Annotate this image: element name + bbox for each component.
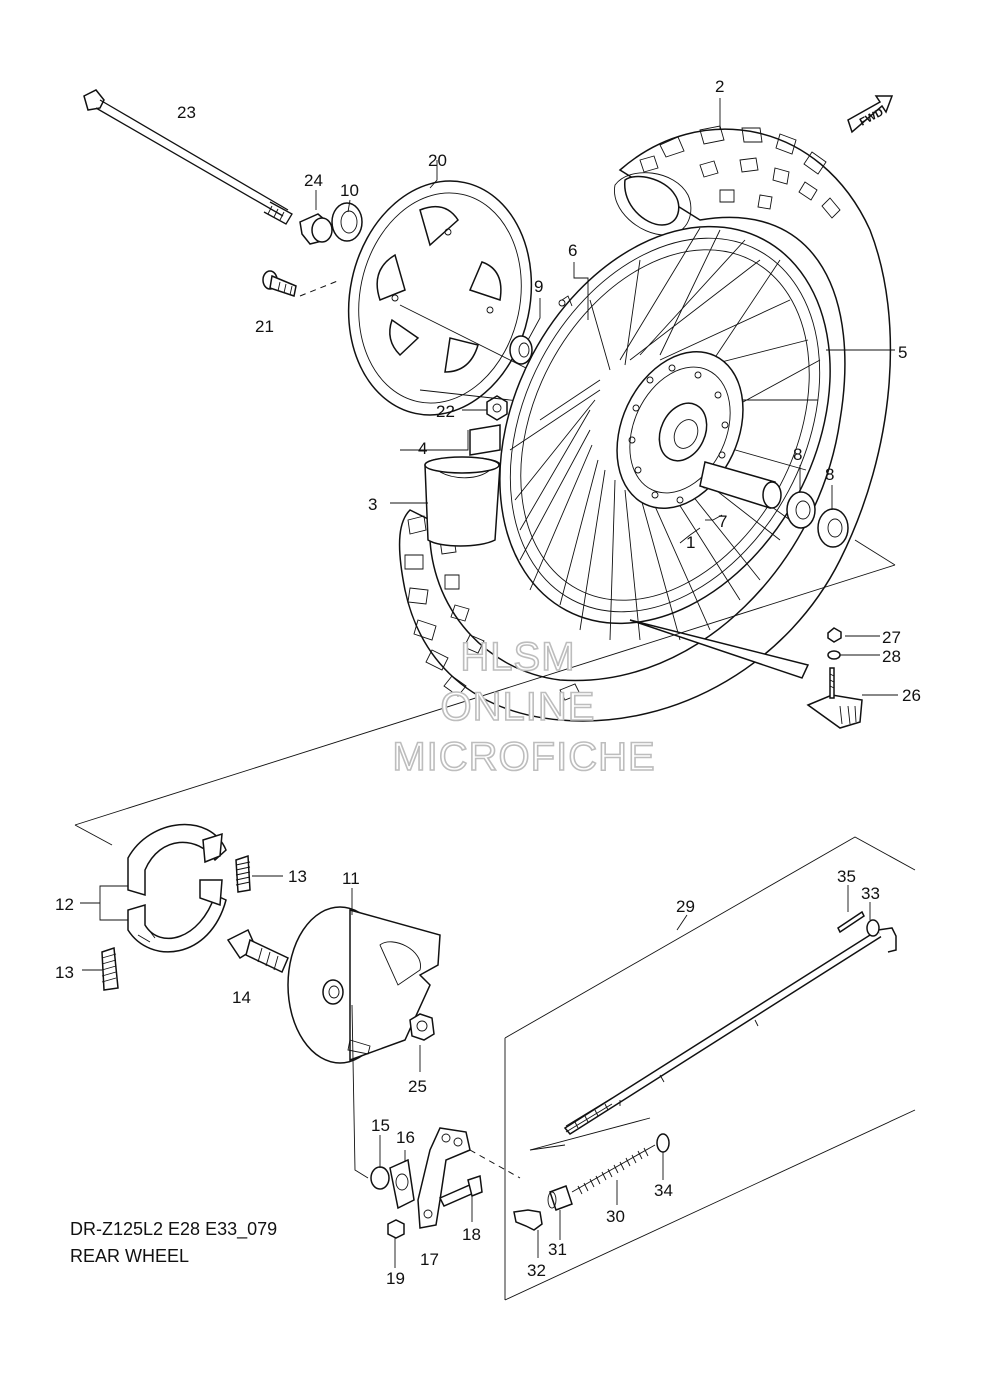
brake-shoes [127,823,227,953]
label-part-23: 23 [177,103,196,122]
guide-line-rod [529,1117,651,1151]
cam-seal [370,1166,390,1190]
label-part-12: 12 [55,895,74,914]
sprocket-nut [486,395,508,421]
brake-panel-nut [409,1013,435,1041]
axle-spacer [299,213,333,245]
rim-lock-washer [827,650,841,660]
label-part-3: 3 [368,495,377,514]
divider-line-tick [74,824,113,846]
rim-lock [806,667,863,729]
label-part-9: 9 [534,277,543,296]
label-part-16: 16 [396,1128,415,1147]
part-labels: 1 2 3 4 5 6 7 8 8 9 10 11 12 13 13 14 15… [55,77,921,1288]
label-part-7: 7 [718,512,727,531]
brake-rod-spring [571,1144,656,1195]
label-part-30: 30 [606,1207,625,1226]
label-part-5: 5 [898,343,907,362]
label-part-13a: 13 [288,867,307,886]
brake-spring-upper [235,854,251,893]
label-part-31: 31 [548,1240,567,1259]
label-part-18: 18 [462,1225,481,1244]
cam-lever-bolt [438,1174,483,1207]
diagram-title: REAR WHEEL [70,1246,189,1266]
label-part-8a: 8 [793,445,802,464]
watermark-line-1: HLSM [460,635,575,679]
leader-lines [80,98,898,1268]
brake-spring-lower [101,946,119,991]
brake-rod-box [504,836,916,1301]
label-part-26: 26 [902,686,921,705]
rear-sprocket [347,180,533,416]
label-part-11: 11 [342,869,360,888]
label-part-28: 28 [882,647,901,666]
brake-panel [287,906,441,1064]
oil-seal [331,202,363,242]
inner-tube [424,456,501,547]
spring-washer [656,1133,670,1153]
brake-cam-lever [417,1127,471,1229]
guide-line-rod-tick [529,1144,566,1151]
label-part-20: 20 [428,151,447,170]
label-part-33: 33 [861,884,880,903]
label-part-8b: 8 [825,465,834,484]
rim-band [469,424,501,456]
label-part-4: 4 [418,439,427,458]
guide-line-panel [351,1004,369,1179]
brake-rod [563,927,897,1135]
fwd-arrow-icon: FWD [847,95,894,134]
diagram-code: DR-Z125L2 E28 E33_079 [70,1219,277,1240]
divider-line-upper [74,564,896,826]
label-part-34: 34 [654,1181,673,1200]
guide-line-lever [469,1149,521,1179]
label-part-10: 10 [340,181,359,200]
label-part-29: 29 [676,897,695,916]
adjusting-nut [513,1209,543,1231]
wear-indicator [389,1158,415,1210]
fwd-label: FWD [858,106,886,128]
label-part-32: 32 [527,1261,546,1280]
label-part-19: 19 [386,1269,405,1288]
wheel-bearing-outer [817,508,849,548]
cotter-pin [837,910,865,934]
label-part-25: 25 [408,1077,427,1096]
rod-joint [547,1185,573,1211]
watermark-line-3: MICROFICHE [392,735,655,779]
spoke-set [558,295,723,536]
hub-shaft [699,461,782,509]
rear-tire [398,125,892,722]
rod-washer [866,919,880,937]
sprocket-bearing [509,335,533,365]
brake-cam [226,928,289,974]
rim-lock-nut [827,627,842,643]
label-part-15: 15 [371,1116,390,1135]
wheel-bearing-inner [786,491,816,529]
label-part-13b: 13 [55,963,74,982]
label-part-6: 6 [568,241,577,260]
cam-lever-nut [387,1219,405,1239]
label-part-14: 14 [232,988,251,1007]
watermark: HLSM ONLINE MICROFICHE [392,634,656,780]
label-part-27: 27 [882,628,901,647]
label-part-24: 24 [304,171,323,190]
watermark-line-2: ONLINE [441,685,596,729]
label-part-17: 17 [420,1250,439,1269]
rear-axle [83,89,293,225]
label-part-1: 1 [686,533,695,552]
sprocket-bolt [262,270,341,297]
tire-valve [559,683,581,701]
label-part-2: 2 [715,77,724,96]
label-part-22: 22 [436,402,455,421]
divider-line-right [854,539,896,566]
label-part-21: 21 [255,317,274,336]
label-part-35: 35 [837,867,856,886]
